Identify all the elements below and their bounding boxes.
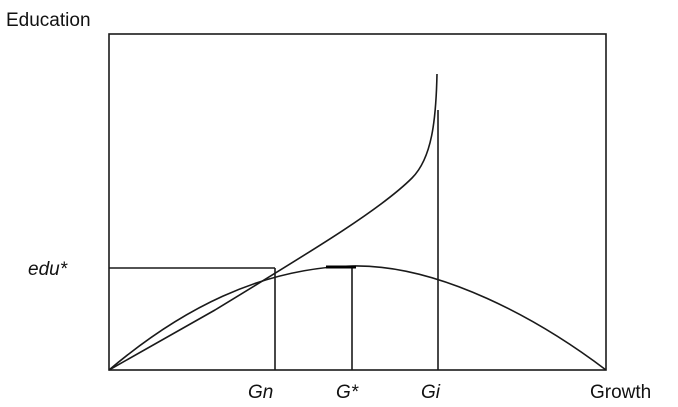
gstar-label: G* — [336, 382, 359, 403]
y-axis-label: Education — [6, 10, 91, 31]
upper-curve — [108, 73, 438, 371]
gi-label: Gi — [421, 382, 441, 403]
plot-frame — [108, 33, 607, 371]
hump-curve — [108, 265, 607, 371]
edu-star-label: edu* — [28, 259, 68, 280]
x-axis-label: Growth — [590, 382, 651, 403]
gn-label: Gn — [248, 382, 273, 403]
